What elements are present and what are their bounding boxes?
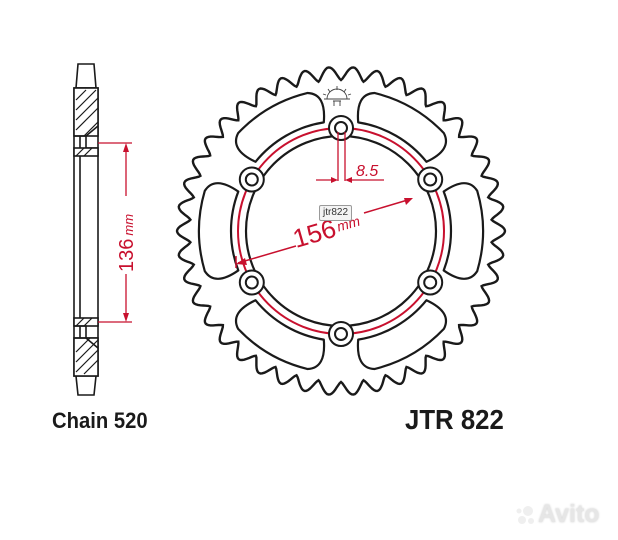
side-profile <box>73 63 99 396</box>
avito-logo-icon <box>516 506 534 524</box>
bolt-hole-dimension <box>316 132 384 183</box>
chain-size-label: Chain 520 <box>52 408 148 433</box>
part-tooltip: jtr822 <box>319 205 353 221</box>
sprocket-outline <box>175 66 507 396</box>
bolt-hole-label: 8.5 <box>356 163 378 180</box>
sun-logo-icon <box>322 86 352 106</box>
part-number-label: JTR 822 <box>405 404 504 435</box>
hub-height-dimension <box>98 142 132 323</box>
watermark-text: Avito <box>538 500 600 528</box>
lightening-slots <box>197 91 485 371</box>
bolt-holes <box>238 115 444 347</box>
hub-height-label: 136mm <box>116 214 138 272</box>
bolt-circle-dimension <box>235 198 413 268</box>
